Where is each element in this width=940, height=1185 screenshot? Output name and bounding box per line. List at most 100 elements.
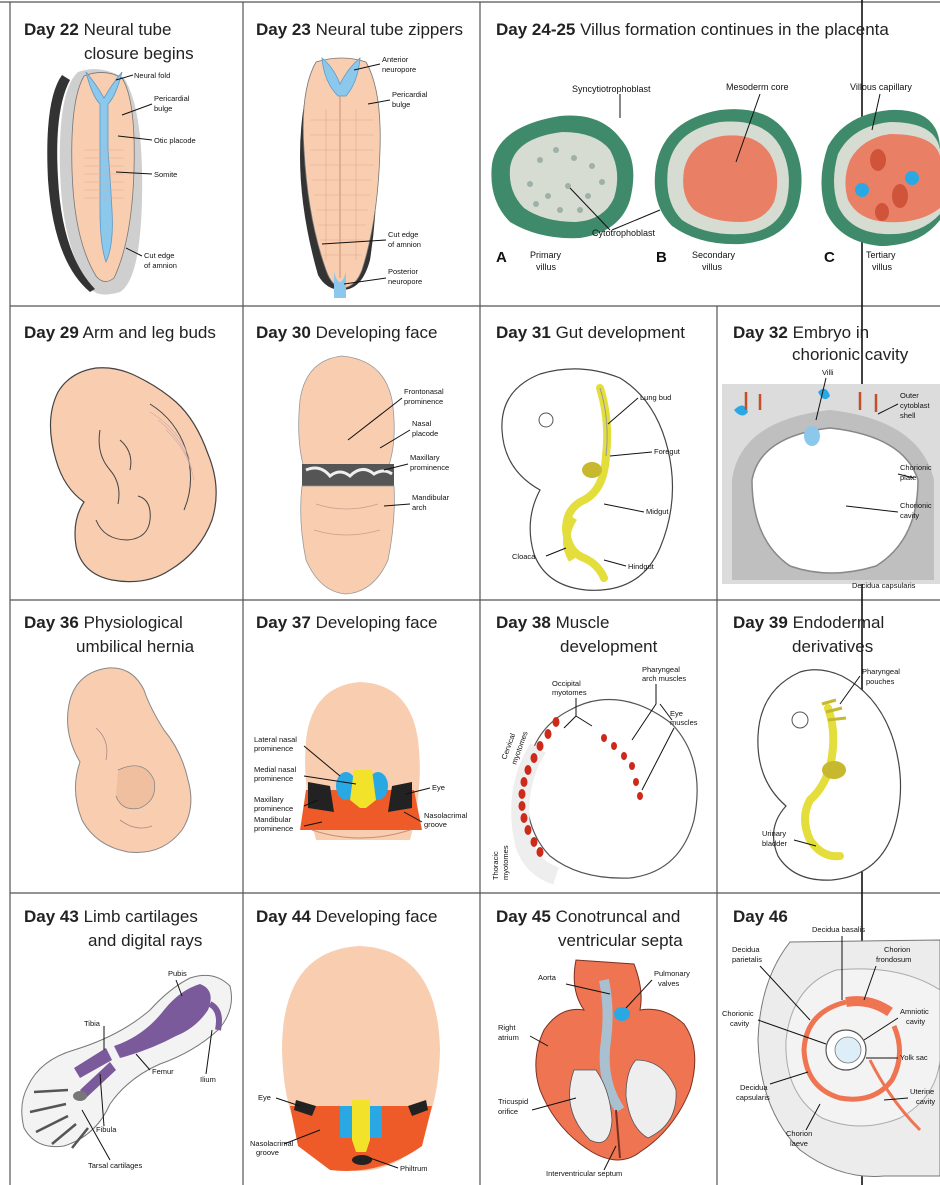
svg-text:Day 30 Developing face: Day 30 Developing face [256,323,437,342]
label-cavity: cavity [906,1017,925,1026]
label-groove: groove [424,820,447,829]
label-cut-edge: Cut edge [144,251,174,260]
label-groove: groove [256,1148,279,1157]
label-mandibular: Mandibular [254,815,292,824]
label-prominence: prominence [410,463,449,472]
label-chorion: Chorion [884,945,910,954]
label-aorta: Aorta [538,973,557,982]
panel-day-label: Day 22 [24,20,79,39]
label-eye: Eye [432,783,445,792]
panel-title: Endodermal [793,613,885,632]
label-lung-bud: Lung bud [640,393,671,402]
svg-text:Day 24-25 Villus formation con: Day 24-25 Villus formation continues in … [496,20,889,39]
label-yolk-sac: Yolk sac [900,1053,928,1062]
panel-title: Villus formation continues in the placen… [580,20,889,39]
svg-text:Day 45 Conotruncal and: Day 45 Conotruncal and [496,907,680,926]
label-maxillary: Maxillary [254,795,284,804]
label-myotomes: myotomes [552,688,587,697]
panel-day-label: Day 24-25 [496,20,575,39]
label-tibia: Tibia [84,1019,101,1028]
svg-text:Day 43 Limb cartilages: Day 43 Limb cartilages [24,907,198,926]
svg-text:Day 39 Endodermal: Day 39 Endodermal [733,613,884,632]
label-tarsal-cartilages: Tarsal cartilages [88,1161,142,1170]
label-arch-muscles: arch muscles [642,674,686,683]
label-somite: Somite [154,170,177,179]
label-prominence: prominence [254,744,293,753]
label-bladder: bladder [762,839,788,848]
panel-title: Limb cartilages [84,907,198,926]
label-frontonasal: Frontonasal [404,387,444,396]
panel-day-label: Day 38 [496,613,551,632]
label-bulge: bulge [392,100,410,109]
label-thoracic: Thoracic [491,851,500,880]
panel-title: Neural tube [84,20,172,39]
label-pericardial: Pericardial [392,90,428,99]
label-laeve: laeve [790,1139,808,1148]
label-muscles: muscles [670,718,698,727]
panel-title: Gut development [556,323,686,342]
svg-text:Day 29 Arm and leg buds: Day 29 Arm and leg buds [24,323,216,342]
label-villus: villus [872,262,893,272]
label-chorionic: Chorionic [900,463,932,472]
label-prominence: prominence [254,824,293,833]
secondary-villus [655,109,802,244]
label-pharyngeal: Pharyngeal [642,665,680,674]
label-chorion: Chorion [786,1129,812,1138]
label-lateral-nasal: Lateral nasal [254,735,297,744]
panel-title: ventricular septa [558,931,683,950]
panel-title: and digital rays [88,931,202,950]
label-otic-placode: Otic placode [154,136,196,145]
label-prominence: prominence [254,774,293,783]
panel-day-label: Day 46 [733,907,788,926]
label-villus: villus [536,262,557,272]
label-mandibular: Mandibular [412,493,450,502]
label-syncytiotrophoblast: Syncytiotrophoblast [572,84,651,94]
svg-text:Day 31 Gut development: Day 31 Gut development [496,323,685,342]
label-decidua: Decidua [740,1083,768,1092]
label-urinary: Urinary [762,829,786,838]
panel-title: derivatives [792,637,873,656]
panel-title: Developing face [316,323,438,342]
panel-title: development [560,637,658,656]
label-neuropore: neuropore [382,65,416,74]
label-nasolacrimal: Nasolacrimal [250,1139,294,1148]
label-pulmonary: Pulmonary [654,969,690,978]
panel-day-label: Day 23 [256,20,311,39]
label-cavity: cavity [900,511,919,520]
label-foregut: Foregut [654,447,681,456]
panel-day-label: Day 31 [496,323,551,342]
svg-text:Day 23 Neural tube zippers: Day 23 Neural tube zippers [256,20,463,39]
label-nasolacrimal: Nasolacrimal [424,811,468,820]
panel-day-label: Day 30 [256,323,311,342]
label-right: Right [498,1023,516,1032]
label-eye: Eye [258,1093,271,1102]
svg-text:Day 44 Developing face: Day 44 Developing face [256,907,437,926]
label-villous-capillary: Villous capillary [850,82,912,92]
label-midgut: Midgut [646,507,669,516]
label-tertiary: Tertiary [866,250,896,260]
label-neural-fold: Neural fold [134,71,170,80]
label-tricuspid: Tricuspid [498,1097,528,1106]
primary-villus [491,115,633,238]
svg-text:Day 36 Physiological: Day 36 Physiological [24,613,183,632]
panel-title: closure begins [84,44,194,63]
label-pubis: Pubis [168,969,187,978]
panel-title: Embryo in [793,323,870,342]
svg-text:Day 46: Day 46 [733,907,788,926]
panel-day-label: Day 45 [496,907,551,926]
letter-a: A [496,249,507,266]
label-cut-edge: Cut edge [388,230,418,239]
label-cavity: cavity [730,1019,749,1028]
label-amniotic: Amniotic [900,1007,929,1016]
label-orifice: orifice [498,1107,518,1116]
svg-text:Day 37 Developing face: Day 37 Developing face [256,613,437,632]
svg-text:Day 22 Neural tube: Day 22 Neural tube [24,20,171,39]
label-decidua-capsularis: Decidua capsularis [852,581,916,590]
label-frondosum: frondosum [876,955,911,964]
panel-title: Physiological [84,613,183,632]
panel-day-label: Day 43 [24,907,79,926]
svg-text:Day 38 Muscle: Day 38 Muscle [496,613,609,632]
label-outer: Outer [900,391,919,400]
panel-title: Neural tube zippers [316,20,463,39]
panel-day-label: Day 32 [733,323,788,342]
